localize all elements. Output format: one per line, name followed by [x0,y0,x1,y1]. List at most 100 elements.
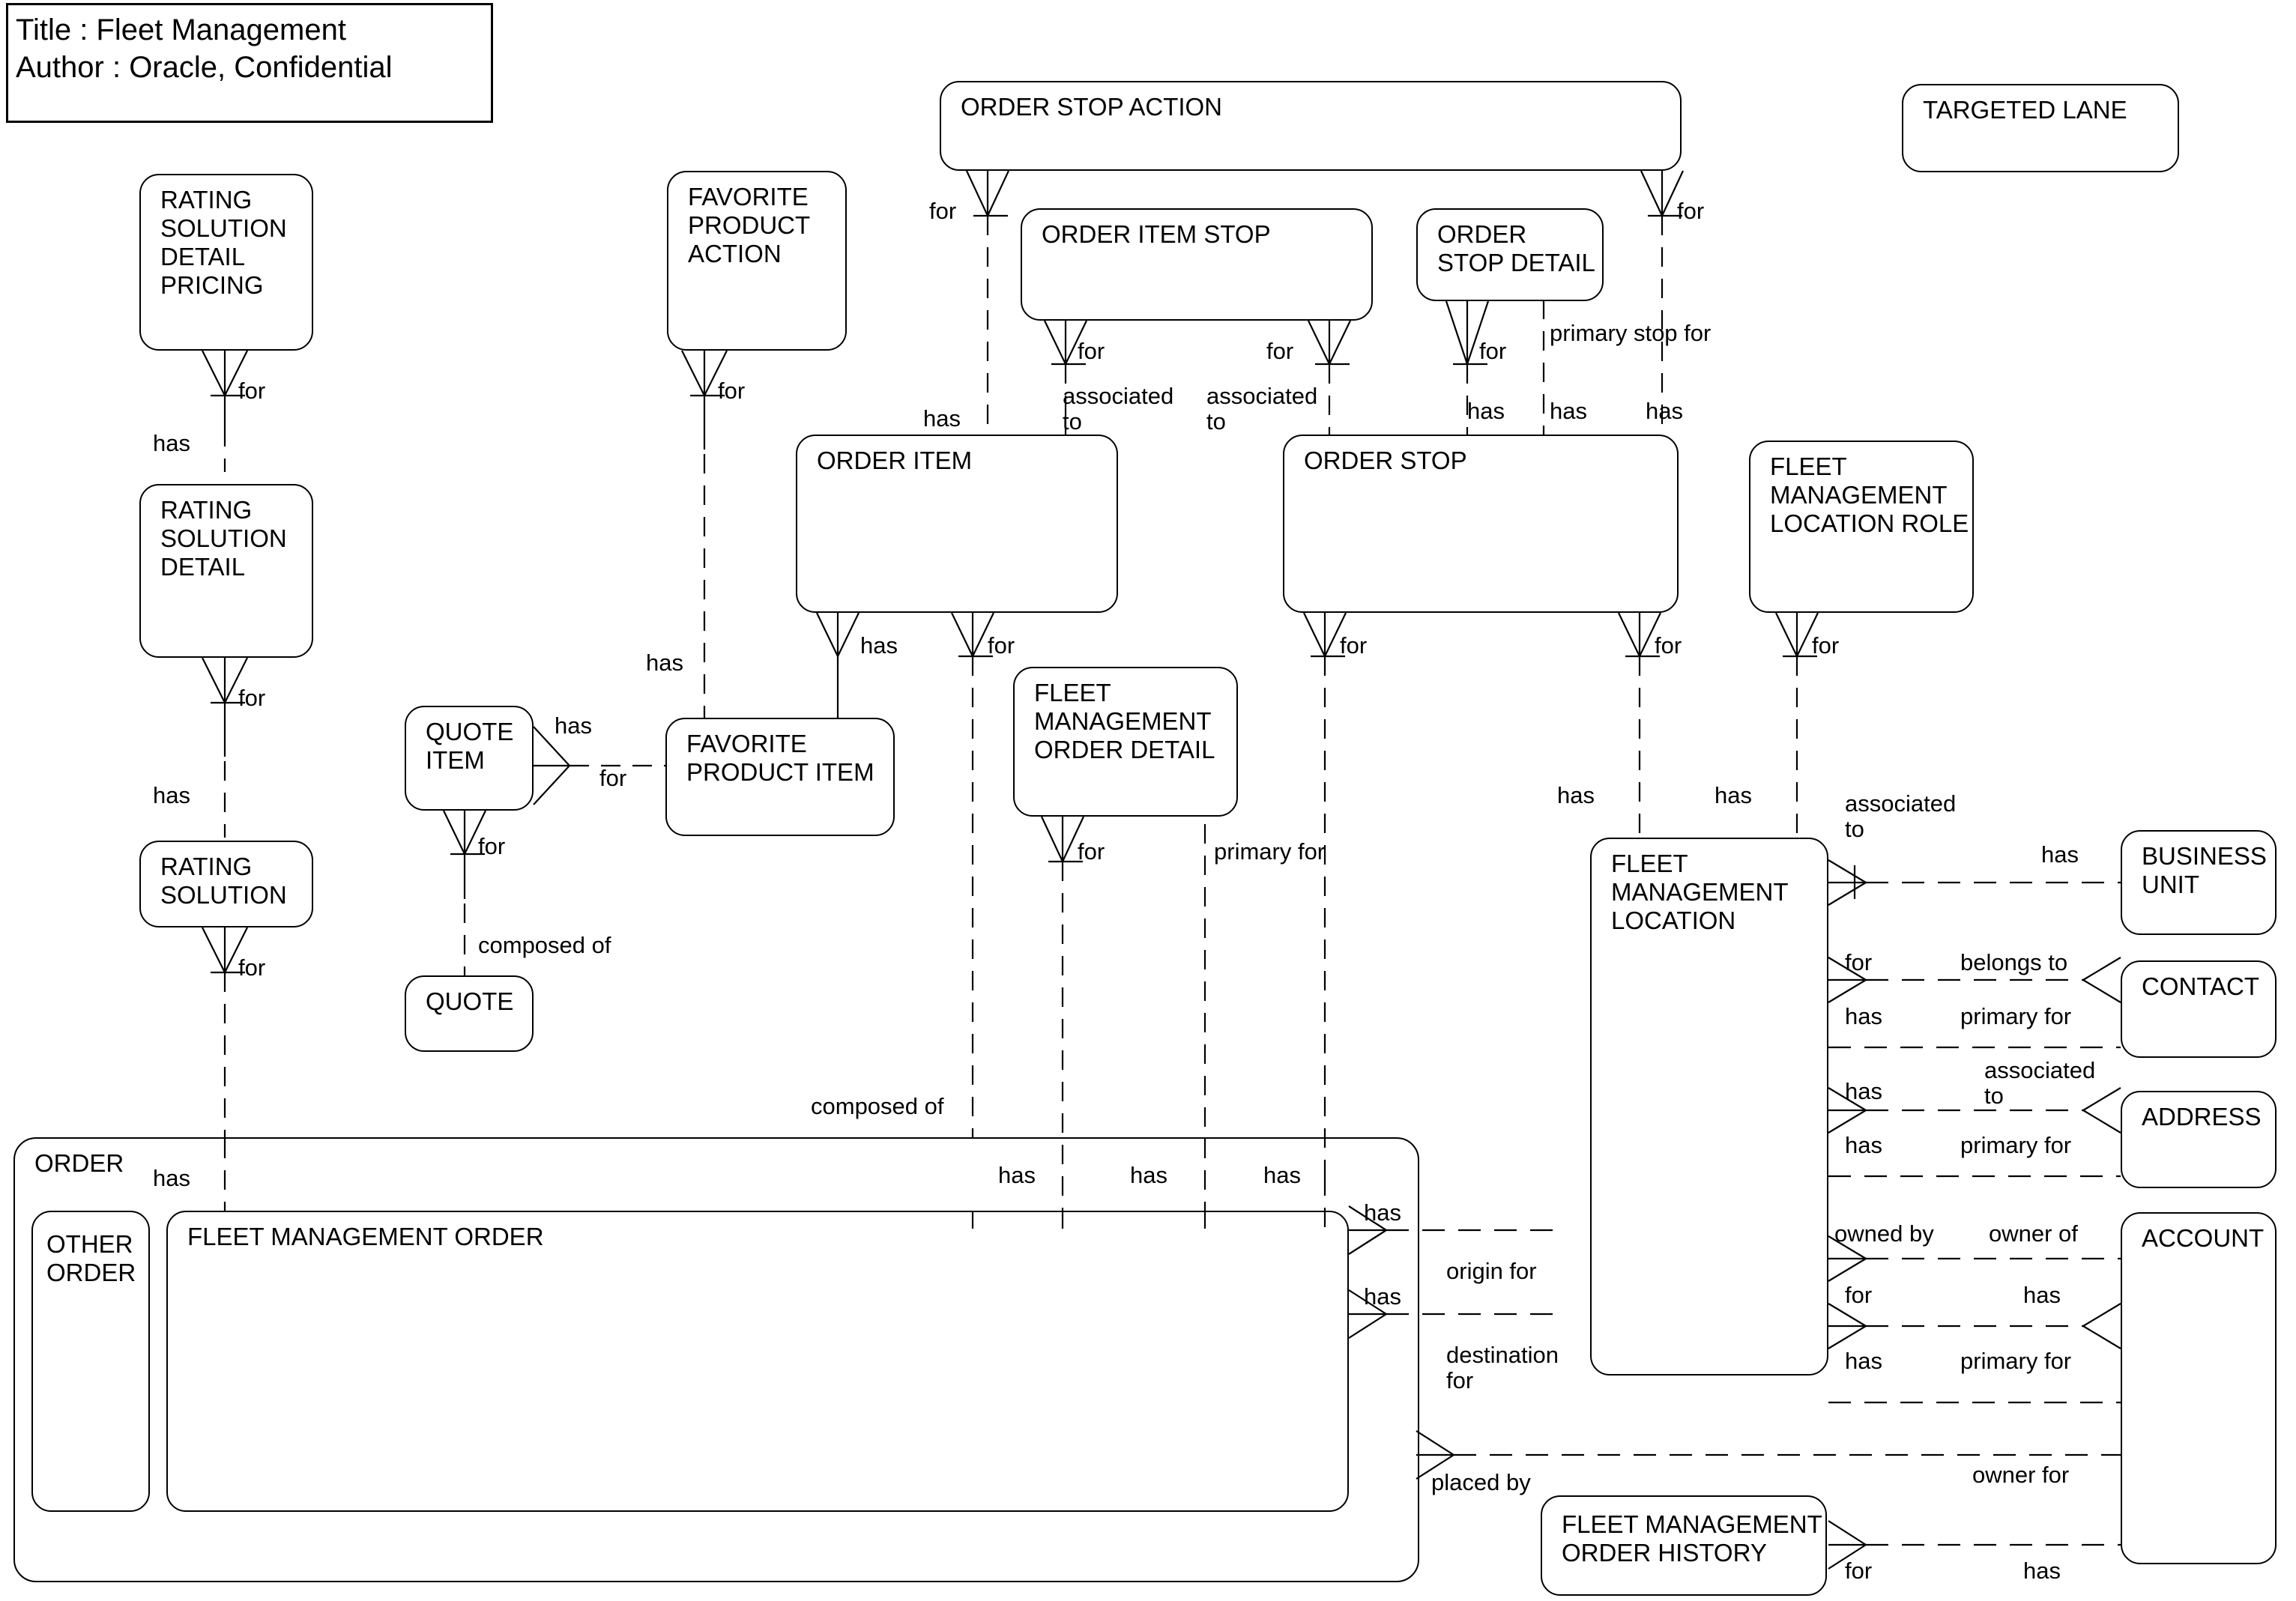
rel-label-has-order-orderitem: has [998,1162,1036,1188]
rel-label-has-address-primary: has [1845,1132,1882,1158]
rel-label-has-fmo-destination: has [1364,1283,1401,1310]
rel-label-belongs-to-contact: belongs to [1960,949,2068,975]
rel-label-associated-to-bu: associated to [1845,790,1957,842]
entity-name: ACCOUNT [2142,1224,2265,1252]
entity-order-item[interactable]: ORDER ITEM [796,435,1118,613]
entity-fleet-management-order[interactable]: FLEET MANAGEMENT ORDER [166,1211,1349,1512]
entity-favorite-product-item[interactable]: FAVORITE PRODUCT ITEM [665,718,895,836]
rel-label-for-contact: for [1845,949,1873,975]
entity-name: TARGETED LANE [1923,96,2127,124]
entity-name: FLEET MANAGEMENT ORDER [187,1223,544,1250]
rel-label-has-bu-fml: has [2041,841,2079,868]
rel-label-for-rs-order: for [238,954,266,981]
diagram-title: Title : Fleet Management [16,13,346,46]
rel-label-has-orderitem-fpi: has [860,632,898,659]
entity-favorite-product-action[interactable]: FAVORITE PRODUCT ACTION [667,171,847,351]
title-block: Title : Fleet Management Author : Oracle… [6,3,493,123]
entity-name: ORDER ITEM STOP [1042,220,1271,248]
entity-name: ORDER STOP DETAIL [1437,220,1595,276]
rel-label-for-fmod-order: for [1078,838,1105,865]
rel-label-for-fmlrole-fml: for [1812,632,1840,659]
rel-label-has-fml-fmlrole: has [1715,782,1752,808]
entity-name: FLEET MANAGEMENT ORDER HISTORY [1562,1510,1822,1567]
entity-quote-item[interactable]: QUOTE ITEM [405,706,534,811]
entity-order-stop-action[interactable]: ORDER STOP ACTION [940,81,1682,171]
rel-label-has-primary-stop: has [1550,398,1587,424]
entity-name: ORDER STOP [1304,447,1467,474]
rel-label-associated-to-orderstop: associated to [1206,383,1318,435]
rel-label-destination-for: destination for [1446,1342,1559,1393]
rel-label-associated-to-address: associated to [1984,1057,2096,1109]
rel-label-for-quoteitem-quote: for [478,833,506,859]
rel-label-has-account-primary: has [1845,1348,1882,1374]
rel-label-for-osa-orderstop: for [1677,198,1705,224]
entity-name: QUOTE ITEM [426,718,514,774]
rel-label-has-order-orderstop: has [1263,1162,1301,1188]
entity-rating-solution-detail-pricing[interactable]: RATING SOLUTION DETAIL PRICING [139,174,313,351]
entity-name: QUOTE [426,987,514,1015]
rel-label-has-order-rs: has [153,1165,190,1191]
entity-name: FLEET MANAGEMENT LOCATION [1611,850,1789,934]
rel-label-owned-by-account: owned by [1834,1220,1934,1247]
entity-name: FAVORITE PRODUCT ITEM [686,730,874,786]
entity-name: BUSINESS UNIT [2142,842,2267,898]
entity-name: RATING SOLUTION [160,853,287,909]
rel-label-has-orderstop-osd: has [1467,398,1505,424]
rel-label-for-osd-orderstop: for [1479,338,1507,364]
rel-label-origin-for: origin for [1446,1258,1537,1284]
rel-label-for-osa-orderitem: for [929,198,957,224]
rel-label-has-account: has [2023,1282,2061,1308]
entity-rating-solution[interactable]: RATING SOLUTION [139,841,313,927]
rel-label-has-fmo-origin: has [1364,1199,1401,1226]
entity-account[interactable]: ACCOUNT [2121,1212,2277,1564]
rel-label-primary-for-contact: primary for [1960,1003,2072,1029]
entity-name: FAVORITE PRODUCT ACTION [688,183,811,267]
rel-label-owner-for: owner for [1972,1462,2070,1488]
entity-quote[interactable]: QUOTE [405,975,534,1052]
entity-other-order[interactable]: OTHER ORDER [31,1211,150,1512]
rel-label-composed-of-orderitem: composed of [811,1093,944,1119]
rel-label-for-ois-orderitem: for [1078,338,1105,364]
rel-label-has-orderitem-osa: has [923,405,961,432]
entity-order[interactable]: ORDER [13,1137,1419,1582]
entity-name: OTHER ORDER [46,1230,136,1286]
entity-name: FLEET MANAGEMENT LOCATION ROLE [1770,453,1969,537]
rel-label-has-account-fmoh: has [2023,1558,2061,1584]
entity-name: RATING SOLUTION DETAIL [160,496,287,581]
entity-rating-solution-detail[interactable]: RATING SOLUTION DETAIL [139,484,313,658]
rel-label-associated-to-orderitem: associated to [1063,383,1174,435]
entity-targeted-lane[interactable]: TARGETED LANE [1902,84,2179,172]
rel-label-placed-by: placed by [1431,1469,1531,1495]
entity-fleet-management-order-history[interactable]: FLEET MANAGEMENT ORDER HISTORY [1541,1495,1827,1596]
entity-contact[interactable]: CONTACT [2121,960,2277,1058]
entity-order-stop[interactable]: ORDER STOP [1283,435,1679,613]
rel-label-for-orderstop-fml: for [1655,632,1682,659]
rel-label-has-contact: has [1845,1003,1882,1029]
entity-business-unit[interactable]: BUSINESS UNIT [2121,830,2277,935]
rel-label-primary-for-address: primary for [1960,1132,2072,1158]
diagram-author: Author : Oracle, Confidential [16,51,393,84]
rel-label-has-fml-orderstop: has [1557,782,1595,808]
entity-name: ORDER STOP ACTION [961,93,1223,121]
rel-label-primary-stop-for: primary stop for [1550,320,1712,346]
entity-name: RATING SOLUTION DETAIL PRICING [160,186,287,299]
rel-label-has-rsd-rsdp: has [153,430,190,456]
entity-order-item-stop[interactable]: ORDER ITEM STOP [1021,208,1373,321]
entity-fleet-management-location[interactable]: FLEET MANAGEMENT LOCATION [1590,838,1828,1375]
entity-address[interactable]: ADDRESS [2121,1091,2277,1188]
entity-name: ORDER [34,1149,124,1177]
rel-label-owner-of-account: owner of [1989,1220,2078,1247]
entity-order-stop-detail[interactable]: ORDER STOP DETAIL [1416,208,1604,301]
rel-label-primary-for-account: primary for [1960,1348,2072,1374]
rel-label-for-rsdp-rsd: for [238,378,266,404]
rel-label-for-fpi-quoteitem: for [599,765,627,791]
rel-label-has-quoteitem-fpi: has [555,712,592,739]
entity-fleet-management-order-detail[interactable]: FLEET MANAGEMENT ORDER DETAIL [1013,667,1238,817]
rel-label-for-fmoh-account: for [1845,1558,1873,1584]
entity-name: CONTACT [2142,972,2260,1000]
entity-fleet-management-location-role[interactable]: FLEET MANAGEMENT LOCATION ROLE [1749,441,1974,613]
rel-label-for-account: for [1845,1282,1873,1308]
rel-label-for-orderstop-order: for [1340,632,1368,659]
entity-name: ADDRESS [2142,1103,2262,1131]
